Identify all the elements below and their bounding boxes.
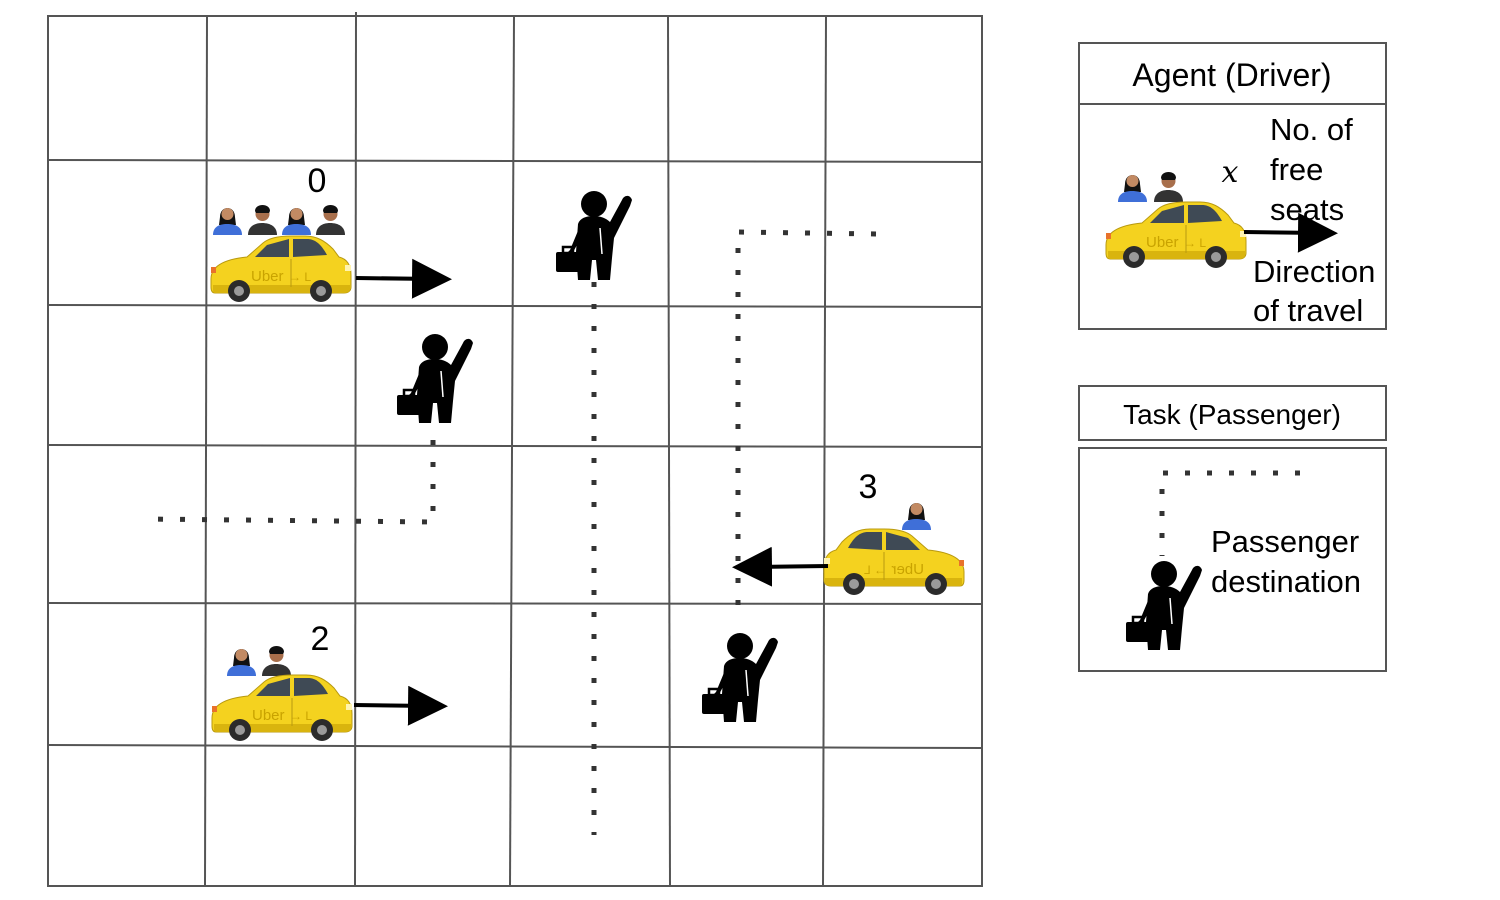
taxi-car-icon — [823, 528, 965, 596]
legend-seats-line-3: seats — [1270, 192, 1344, 227]
direction-arrow-icon — [732, 546, 829, 587]
taxi-car-icon — [211, 674, 353, 742]
hailing-passenger-icon — [554, 189, 634, 282]
woman-passenger-icon — [1118, 175, 1147, 202]
route-passenger-left — [144, 440, 436, 525]
taxi-car-icon — [1105, 201, 1247, 269]
legend-seats-line-2: free — [1270, 152, 1323, 187]
car-3: 3 — [732, 468, 965, 596]
grid-col-line — [667, 15, 671, 887]
woman-passenger-icon — [227, 649, 256, 676]
legend-task-box — [1078, 447, 1387, 672]
woman-passenger-icon — [282, 208, 311, 235]
legend-agent-title: Agent (Driver) — [1132, 57, 1331, 93]
woman-passenger-icon — [902, 503, 931, 530]
grid-row-line — [47, 159, 983, 163]
road-grid — [47, 11, 983, 887]
legend-direction-line-1: Direction — [1253, 254, 1375, 289]
legend-seats-line-1: No. of — [1270, 112, 1353, 147]
route-passenger-right — [735, 229, 877, 610]
direction-arrow-icon — [1243, 212, 1338, 253]
grid-row-line — [47, 304, 983, 308]
taxi-car-icon — [210, 235, 352, 303]
legend-direction-line-2: of travel — [1253, 293, 1363, 328]
man-passenger-icon — [316, 205, 345, 235]
car-2: 2 — [211, 620, 448, 742]
legend-seats-symbol: x — [1222, 155, 1239, 190]
grid-col-line — [204, 15, 208, 887]
direction-arrow-icon — [355, 258, 452, 299]
hailing-passenger-icon — [700, 631, 780, 724]
grid-row-line — [47, 444, 983, 448]
car-0-seats-label: 0 — [308, 162, 327, 200]
legend-destination-line-1: Passenger — [1211, 524, 1359, 559]
legend-destination-line-2: destination — [1211, 564, 1361, 599]
passenger-routes — [144, 229, 877, 835]
legend-task-title-box — [1078, 385, 1387, 441]
legend-task-title: Task (Passenger) — [1123, 399, 1341, 430]
direction-arrow-icon — [353, 685, 448, 726]
legend-route-icon — [1159, 470, 1300, 556]
man-passenger-icon — [1154, 172, 1183, 202]
car-0: 0 — [210, 162, 452, 303]
hailing-passenger-icon — [1124, 559, 1204, 652]
woman-passenger-icon — [213, 208, 242, 235]
grid-col-line — [509, 15, 515, 887]
grid-row-line — [47, 602, 983, 605]
man-passenger-icon — [262, 646, 291, 676]
grid-row-line — [47, 744, 983, 749]
hailing-passenger-icon — [395, 332, 475, 425]
car-2-seats-label: 2 — [311, 620, 330, 658]
car-3-seats-label: 3 — [859, 468, 878, 506]
grid-border — [47, 15, 983, 887]
legend-task: Task (Passenger) Passenger destination — [1078, 385, 1387, 672]
legend-agent-box — [1078, 42, 1387, 330]
man-passenger-icon — [248, 205, 277, 235]
legend-agent: Agent (Driver) No. of free seats x Direc… — [1078, 42, 1387, 330]
grid-col-line — [354, 11, 357, 887]
grid-col-line — [822, 15, 827, 887]
